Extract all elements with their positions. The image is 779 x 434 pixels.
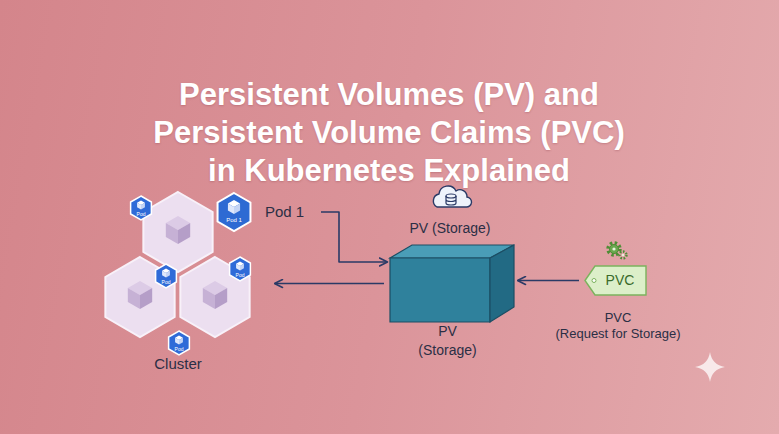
cluster-label: Cluster	[100, 354, 256, 374]
tag-hole	[592, 279, 596, 283]
cube-icon	[128, 281, 152, 309]
arrow-connector	[275, 283, 384, 285]
cube-left	[128, 288, 140, 309]
pod-badge-label: Pod 1	[215, 217, 253, 224]
box-side-face	[490, 245, 514, 322]
box-front-face	[390, 258, 490, 322]
cluster-hexagon	[143, 192, 212, 272]
cube-left	[203, 288, 215, 309]
gear-body	[610, 245, 619, 254]
pod-badge-label: Pod	[129, 211, 153, 217]
cube-left	[228, 204, 234, 215]
cube-icon	[137, 201, 145, 210]
pod-label: Pod 1	[265, 202, 304, 222]
cube-right	[234, 204, 240, 215]
line-spacer	[653, 310, 688, 326]
line-spacer	[548, 310, 583, 326]
claim-tag-label: PVC	[593, 265, 647, 296]
cube-left	[166, 223, 178, 244]
storage-box: PV (Storage)PV (Storage)	[390, 245, 515, 322]
cube-icon	[236, 262, 244, 271]
pod-badge: Pod	[154, 264, 178, 288]
cube-icon	[175, 336, 183, 345]
cube-icon	[166, 216, 190, 244]
cube-icon	[228, 200, 240, 214]
database-body	[446, 196, 456, 205]
pod-hexagon	[218, 193, 251, 231]
small-gear-hole	[622, 254, 624, 256]
cube-right	[240, 264, 244, 271]
database-top	[446, 194, 456, 198]
title: Persistent Volumes (PV) and Persistent V…	[144, 76, 634, 190]
gear-teeth	[608, 243, 620, 255]
cube-left	[137, 203, 141, 210]
pod-badge-label: Pod	[228, 272, 252, 278]
claim-caption-block: PVC (Request for Storage)	[548, 310, 688, 342]
claim-tag: PVCPVC (Request for Storage)	[585, 265, 647, 296]
gear-hole	[612, 247, 615, 250]
sparkle	[695, 352, 725, 382]
pod-badge: Pod 1 Pod 1	[215, 193, 315, 231]
storage-box-outline	[390, 245, 515, 322]
cluster-hexagon	[180, 257, 249, 337]
pod-badge: Pod	[228, 257, 252, 281]
cube-right	[215, 288, 227, 309]
storage-caption: PV (Storage)	[410, 322, 485, 360]
gear-icon	[608, 243, 627, 259]
arrow-connector	[518, 280, 579, 282]
cube-right	[179, 338, 183, 345]
tag-shape	[585, 266, 646, 295]
cube-left	[236, 264, 240, 271]
cube-left	[175, 338, 179, 345]
pod-badge: Pod	[167, 331, 191, 355]
cube-right	[140, 288, 152, 309]
small-gear	[620, 252, 627, 259]
cube-icon	[162, 269, 170, 278]
claim-caption: PVC (Request for Storage)	[555, 310, 680, 341]
cube-right	[141, 203, 145, 210]
pod-badge-label: Pod	[167, 346, 191, 352]
arrow-connector	[321, 212, 387, 262]
pod-badge-label: Pod	[154, 279, 178, 285]
pod-badge: Pod	[129, 196, 153, 220]
cube-right	[178, 223, 190, 244]
storage-heading: PV (Storage)	[390, 218, 510, 238]
cube-icon	[203, 281, 227, 309]
cloud-outline	[433, 186, 471, 207]
cluster-group: ClusterPodPod 1Pod 1PodPodPod	[100, 188, 272, 378]
cube-right	[166, 271, 170, 278]
cube-left	[162, 271, 166, 278]
cloud-storage-icon	[433, 186, 471, 207]
